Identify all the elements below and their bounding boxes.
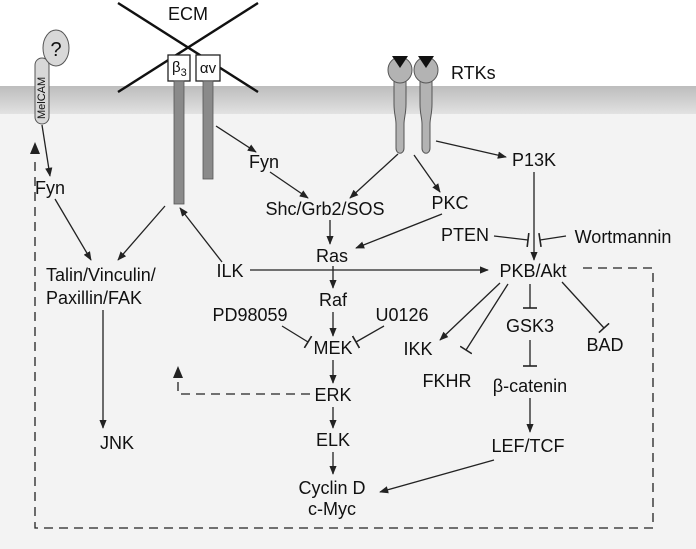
node-mek: MEK [313,338,352,358]
node-ikk: IKK [403,339,432,359]
node-shc: Shc/Grb2/SOS [265,199,384,219]
node-jnk: JNK [100,433,134,453]
integrin-alphav: αv [195,54,221,180]
edge-fyn-talin [54,198,92,261]
edge-pkb-ikk [439,282,501,341]
node-talin-line1: Talin/Vinculin/ [46,265,156,285]
edge-pkc-ras [355,213,443,249]
node-fyn-left: Fyn [35,178,65,198]
dashed-akt-to-melcam [34,156,654,529]
edge-ilk-integrin [179,207,223,263]
edge-rtk-p13k [435,140,507,159]
edge-pd98059-mek [281,325,313,349]
edge-rtk-pkc [413,154,441,193]
feedback-loops [30,142,654,529]
edge-beta3-talin [117,205,166,261]
svg-text:αv: αv [200,60,217,77]
svg-text:?: ? [50,39,61,61]
node-cyclin: Cyclin D [298,478,365,498]
node-u0126: U0126 [375,305,428,325]
edge-pkb-bad [561,281,610,334]
node-fyn-mid: Fyn [249,152,279,172]
edge-pten-akt [493,232,530,248]
node-leftcf: LEF/TCF [491,436,564,456]
node-pkc: PKC [431,193,468,213]
node-talin-line2: Paxillin/FAK [46,288,142,308]
edge-fyn-shc [269,171,309,199]
node-p13k: P13K [512,150,556,170]
integrin-beta3: β3 [167,54,191,205]
dashed-erk-to-integrin [177,380,310,395]
node-wortmannin: Wortmannin [575,227,672,247]
inhibition-edges [281,232,610,367]
node-pd98059: PD98059 [212,305,287,325]
cytoplasm-area [0,114,696,549]
edge-integrin-fyn [215,125,257,153]
activation-arrows [41,124,538,494]
node-ras: Ras [316,246,348,266]
ecm-cross-line-2 [117,1,259,94]
node-ilk: ILK [216,261,243,281]
svg-text:MelCAM: MelCAM [36,77,48,119]
node-fkhr: FKHR [423,371,472,391]
node-elk: ELK [316,430,350,450]
edge-pkb-fkhr [459,283,509,355]
node-pten: PTEN [441,225,489,245]
rtk-receptors [387,56,439,154]
dashed-melcam-arrowhead [30,142,40,154]
dashed-erk-arrowhead [173,366,183,378]
melcam-receptor: MelCAM ? [34,29,70,125]
node-pkb: PKB/Akt [499,261,566,281]
rtks-label: RTKs [451,63,496,83]
node-bad: BAD [586,335,623,355]
node-raf: Raf [319,290,348,310]
node-bcatenin: β-catenin [493,376,567,396]
edge-melcam-fyn [41,124,53,177]
node-gsk3: GSK3 [506,316,554,336]
svg-text:β3: β3 [172,59,187,79]
edge-leftcf-cyclin [379,459,495,494]
edge-rtk-shc [349,153,399,199]
ecm-label: ECM [168,4,208,24]
node-cmyc: c-Myc [308,499,356,519]
edge-u0126-mek [351,325,385,349]
node-erk: ERK [314,385,351,405]
edge-wortmannin-akt [538,232,567,248]
membrane-band [0,86,696,114]
